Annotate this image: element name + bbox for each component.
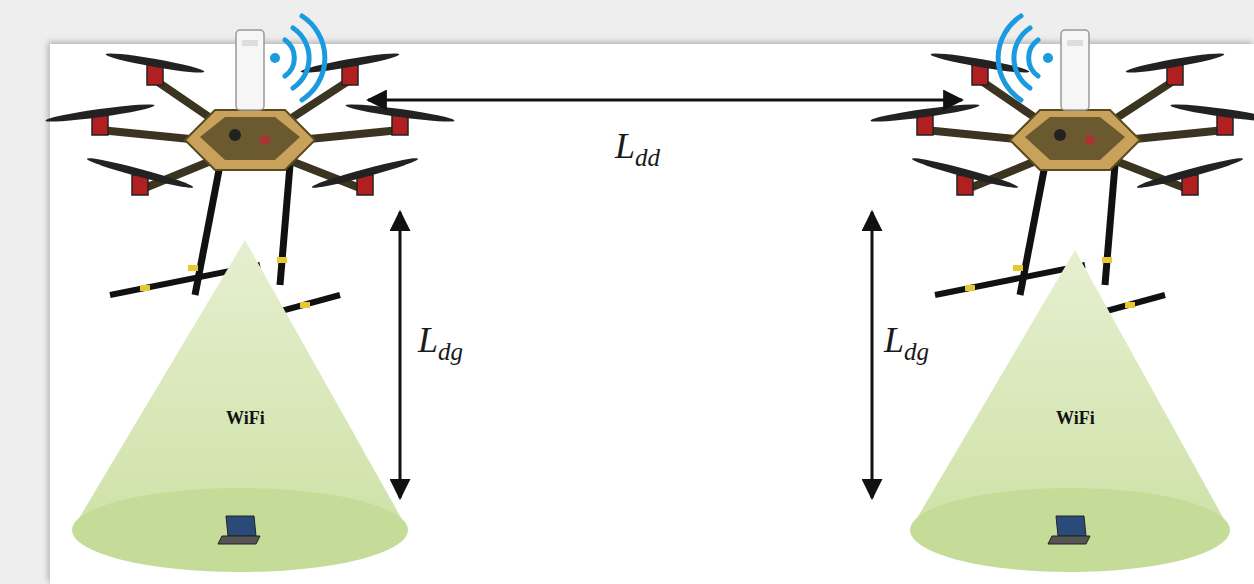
wifi-cone bbox=[70, 230, 420, 580]
distance-label: Ldd bbox=[615, 128, 660, 164]
distance-label: Ldg bbox=[884, 322, 929, 358]
network-label: WiFi bbox=[226, 408, 265, 429]
distance-label: Ldg bbox=[418, 322, 463, 358]
wifi-coverage-cone: WiFi bbox=[905, 240, 1245, 580]
network-label: WiFi bbox=[1056, 408, 1095, 429]
wifi-coverage-cone: WiFi bbox=[70, 230, 420, 580]
